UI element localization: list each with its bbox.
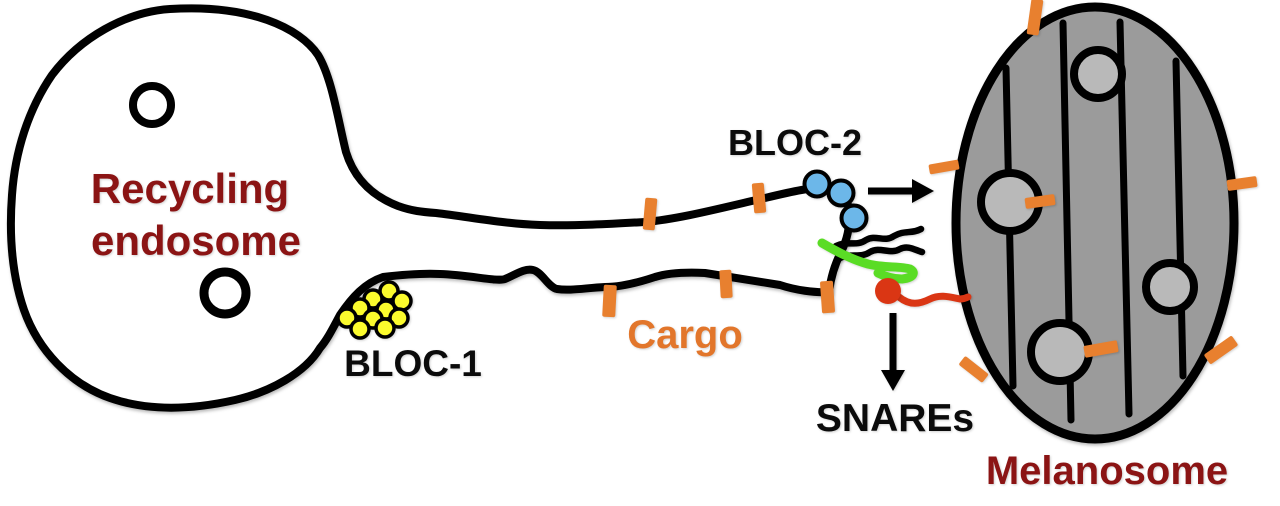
cargo-tick	[928, 159, 960, 175]
snare-strand-red-tail	[895, 292, 972, 307]
cargo-tick	[751, 182, 767, 214]
cargo-tick	[642, 197, 658, 231]
cargo-tick	[719, 269, 733, 299]
bloc2-subunit	[826, 178, 856, 208]
melanosome-label: Melanosome	[986, 449, 1228, 493]
cargo-tick	[602, 284, 617, 318]
cargo-label: Cargo	[627, 313, 743, 357]
melanosome-vesicle	[1027, 319, 1093, 385]
cargo-tick	[959, 356, 989, 383]
bloc2-complex	[802, 169, 869, 233]
recycling-endosome-label-line2: endosome	[91, 217, 301, 264]
arrow-head	[881, 370, 905, 391]
cargo-tick	[1083, 340, 1119, 358]
cargo-tick	[1024, 194, 1056, 209]
bloc1-subunit	[349, 318, 371, 340]
melanosome-vesicles	[977, 46, 1198, 385]
cargo-tick	[820, 280, 835, 314]
bloc1-label: BLOC-1	[344, 343, 482, 384]
recycling-endosome-label-line1: Recycling	[91, 165, 289, 212]
labels: Recycling endosome BLOC-1 Cargo BLOC-2 S…	[91, 122, 1228, 493]
snare-strand-black	[832, 225, 925, 250]
bloc2-subunit	[802, 169, 832, 199]
bloc1-subunit	[374, 317, 396, 339]
bloc2-to-melanosome-arrow	[868, 179, 934, 203]
snare-strand-green	[817, 238, 918, 284]
cargo-ticks	[602, 0, 1258, 383]
cargo-tick	[1026, 0, 1044, 36]
fibril-line	[1172, 57, 1187, 380]
recycling-endosome-group	[6, 4, 854, 412]
melanosome-body	[951, 2, 1239, 444]
snare-strand-red-head	[875, 278, 901, 304]
endosome-vesicle	[199, 267, 251, 319]
melanosome-group	[951, 2, 1239, 444]
bloc2-subunit	[839, 203, 869, 233]
arrow-head	[912, 179, 934, 203]
cargo-tick	[1226, 176, 1258, 191]
endosome-vesicle	[129, 82, 175, 128]
melanosome-vesicle	[1070, 46, 1126, 102]
melanosome-vesicle	[1142, 259, 1198, 315]
snares-pointer-arrow	[881, 313, 905, 391]
bloc1-complex	[336, 280, 413, 340]
cargo-tick	[1204, 336, 1238, 364]
snares-label: SNAREs	[816, 397, 974, 440]
snare-strands	[817, 225, 972, 307]
bloc1-subunit	[388, 307, 410, 329]
bloc2-label: BLOC-2	[728, 122, 862, 163]
